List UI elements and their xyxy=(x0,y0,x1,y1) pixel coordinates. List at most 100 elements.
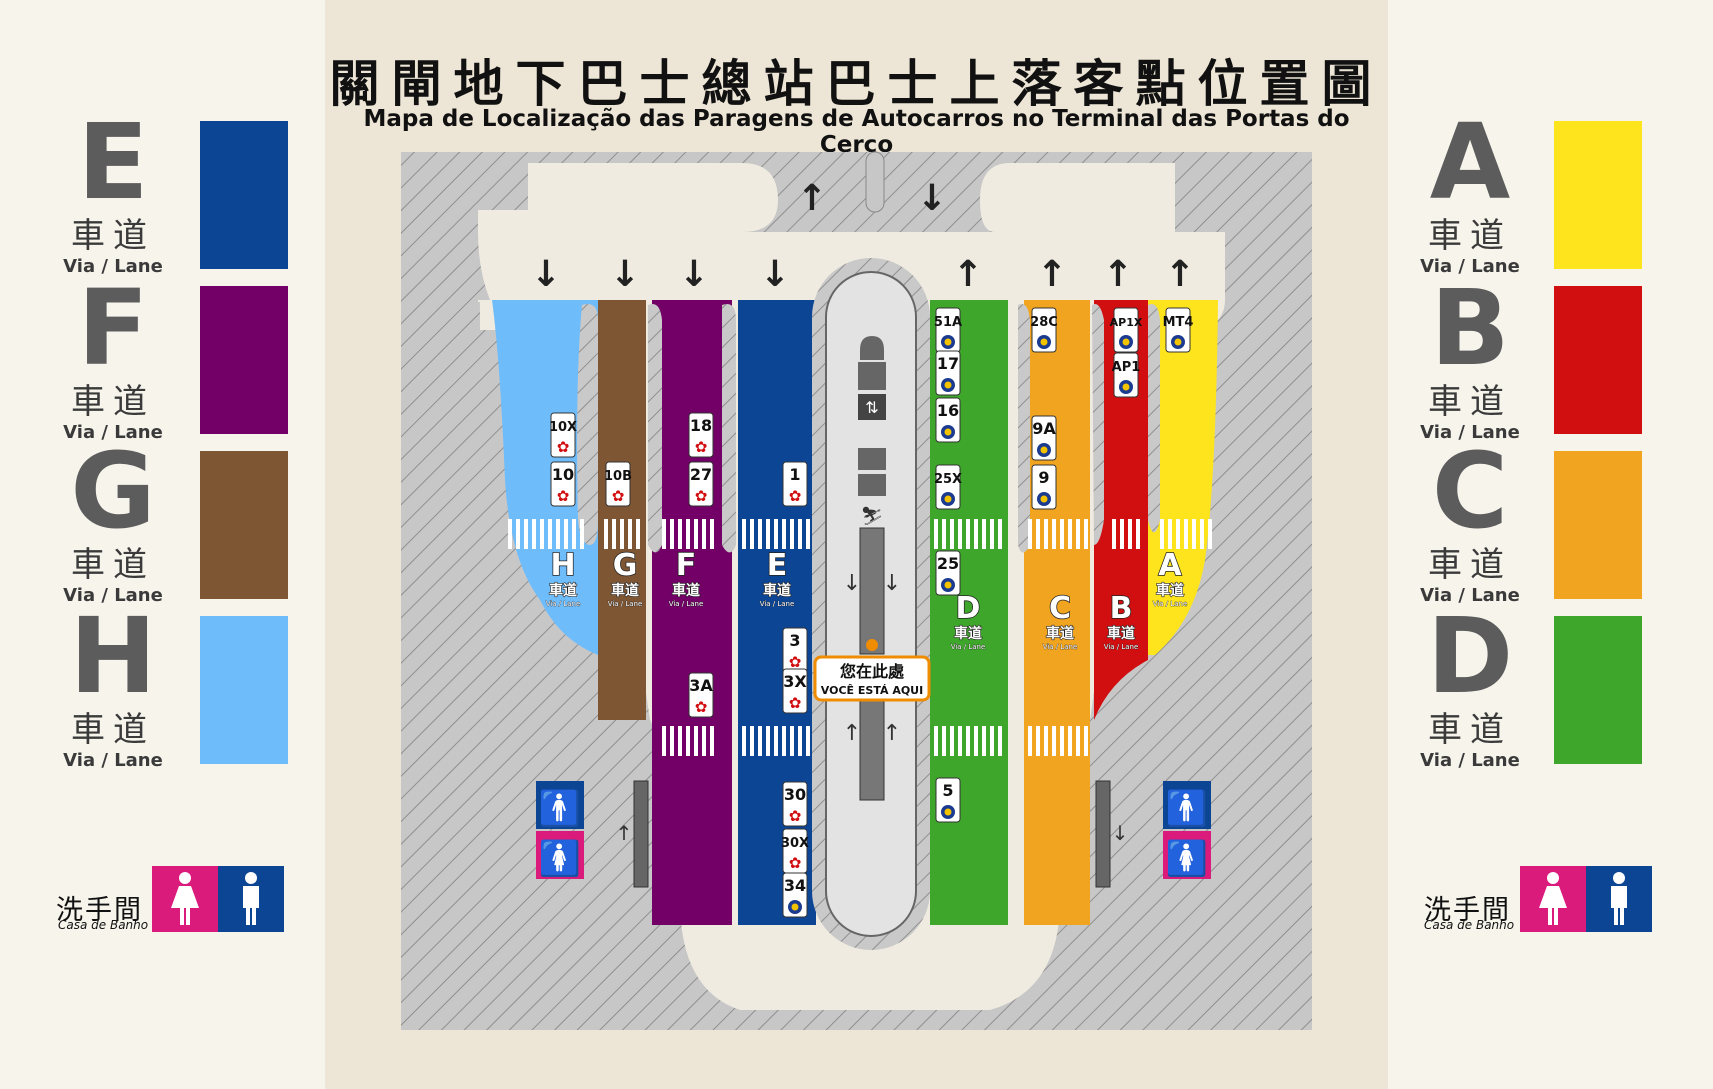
lane-island xyxy=(1148,304,1160,533)
male-toilet-glyph: 🚹 xyxy=(539,789,581,829)
you-are-here-marker xyxy=(866,639,878,651)
legend-zh: 車道 xyxy=(71,545,155,585)
bus-roadway-top xyxy=(478,163,772,232)
tcm-logo-icon: ✿ xyxy=(695,438,708,456)
legend-zh: 車道 xyxy=(1428,216,1512,256)
transmac-logo-center xyxy=(1040,495,1048,503)
transmac-logo-center xyxy=(944,495,952,503)
crosswalk-stripe xyxy=(782,726,786,756)
crosswalk-stripe xyxy=(604,519,608,549)
you-are-here-pt: VOCÊ ESTÁ AQUI xyxy=(821,684,923,697)
bus-route-number: 51A xyxy=(934,315,962,330)
legend-en: Via / Lane xyxy=(63,750,163,771)
crosswalk-stripe xyxy=(798,726,802,756)
map-title-pt: Mapa de Localização das Paragens de Auto… xyxy=(363,106,1350,158)
lane-island xyxy=(722,304,736,553)
legend-lane-a: A 車道 Via / Lane xyxy=(1405,101,1535,278)
crosswalk-stripe xyxy=(1068,519,1072,549)
crosswalk-stripe xyxy=(998,519,1002,549)
bus-stop-sign xyxy=(688,461,714,507)
crosswalk-stripe xyxy=(556,519,560,549)
lane-label-en: Via / Lane xyxy=(760,600,795,608)
lane-label-en: Via / Lane xyxy=(546,600,581,608)
crosswalk-stripe xyxy=(1084,519,1088,549)
transmac-logo-center xyxy=(944,808,952,816)
legend-lane-f: F 車道 Via / Lane xyxy=(48,276,178,444)
bus-stop-sign xyxy=(688,672,714,718)
washroom-label-zh: 洗手間 xyxy=(1424,895,1511,926)
bus-route-number: 3A xyxy=(689,676,713,695)
crosswalk-stripe xyxy=(548,519,552,549)
male-toilet-icon xyxy=(218,866,284,932)
bus-route-number: 30X xyxy=(781,836,809,851)
crosswalk-stripe xyxy=(934,519,938,549)
crosswalk-stripe xyxy=(540,519,544,549)
lane-label-zh: 車道 xyxy=(954,625,982,642)
crosswalk-stripe xyxy=(508,519,512,549)
crosswalk-stripe xyxy=(958,726,962,756)
bus-stop-sign xyxy=(688,412,714,458)
crosswalk-stripe xyxy=(686,519,690,549)
crosswalk-stripe xyxy=(702,519,706,549)
lane-label-letter: D xyxy=(956,591,981,626)
bus-stop-sign xyxy=(605,461,631,507)
crosswalk-stripe xyxy=(1192,519,1196,549)
bus-stop-sign xyxy=(782,781,808,827)
direction-arrows: ↑ ↓ ↓ ↓ ↓ ↓ ↑ ↑ ↑ ↑ xyxy=(531,178,1195,295)
male-toilet-icon xyxy=(536,781,584,829)
crosswalk-stripe xyxy=(1120,519,1124,549)
lane-label-en: Via / Lane xyxy=(1043,643,1078,651)
legend-lane-b: B 車道 Via / Lane xyxy=(1405,267,1535,444)
lane-label-zh: 車道 xyxy=(763,582,791,599)
legend-swatch-f xyxy=(200,286,288,434)
legend-zh: 車道 xyxy=(1428,710,1512,750)
bus-route-number: 5 xyxy=(942,781,953,800)
arrow-down-icon: ↓ xyxy=(883,571,901,596)
crosswalk-stripe xyxy=(710,519,714,549)
crosswalk-stripe xyxy=(670,726,674,756)
female-toilet-icon xyxy=(1520,866,1586,932)
bus-stop-sign xyxy=(782,461,808,507)
crosswalk-stripe xyxy=(742,726,746,756)
bus-stop-sign xyxy=(550,461,576,507)
legend-lane-h: H 車道 Via / Lane xyxy=(48,604,178,772)
escalator xyxy=(1095,780,1111,888)
lane-label-zh: 車道 xyxy=(1156,582,1184,599)
crosswalk-stripe xyxy=(1112,519,1116,549)
legend-swatch-e xyxy=(200,121,288,269)
transmac-logo-center xyxy=(944,428,952,436)
transmac-logo-center xyxy=(1174,338,1182,346)
crosswalk-stripe xyxy=(982,519,986,549)
legend-letter: B xyxy=(1430,267,1510,389)
crosswalk-stripe xyxy=(742,519,746,549)
crosswalk-stripe xyxy=(750,519,754,549)
tcm-logo-icon: ✿ xyxy=(789,854,802,872)
crosswalk-stripe xyxy=(572,519,576,549)
female-toilet-icon xyxy=(536,831,584,879)
bus-route-number: 25X xyxy=(934,472,962,487)
legend-lane-d: D 車道 Via / Lane xyxy=(1405,604,1535,772)
arrow-up-icon: ↑ xyxy=(616,821,633,845)
lane-label-letter: B xyxy=(1110,591,1133,626)
crosswalk-stripe xyxy=(1076,519,1080,549)
legend-lane-g: G 車道 Via / Lane xyxy=(48,439,178,607)
male-toilet-icon xyxy=(1586,866,1652,932)
lane-label-en: Via / Lane xyxy=(1153,600,1188,608)
map-title-zh: 關閘地下巴士總站巴士上落客點位置圖 xyxy=(329,55,1384,113)
crosswalk-stripe xyxy=(1060,519,1064,549)
female-toilet-glyph: 🚺 xyxy=(539,839,581,879)
legend-en: Via / Lane xyxy=(63,585,163,606)
crosswalk-stripe xyxy=(662,519,666,549)
arrow-down-icon: ↓ xyxy=(843,571,861,596)
platform-structure xyxy=(858,474,886,496)
crosswalk-stripe xyxy=(1128,519,1132,549)
arrow-up-icon: ↑ xyxy=(883,721,901,746)
crosswalk-stripe xyxy=(516,519,520,549)
crosswalk-stripe xyxy=(1036,726,1040,756)
arrow-up-icon: ↑ xyxy=(797,178,827,219)
arrow-down-icon: ↓ xyxy=(917,178,947,219)
bus-route-number: 1 xyxy=(789,465,800,484)
crosswalk-stripe xyxy=(628,519,632,549)
legend-letter: A xyxy=(1429,101,1511,223)
crosswalk-stripe xyxy=(806,519,810,549)
